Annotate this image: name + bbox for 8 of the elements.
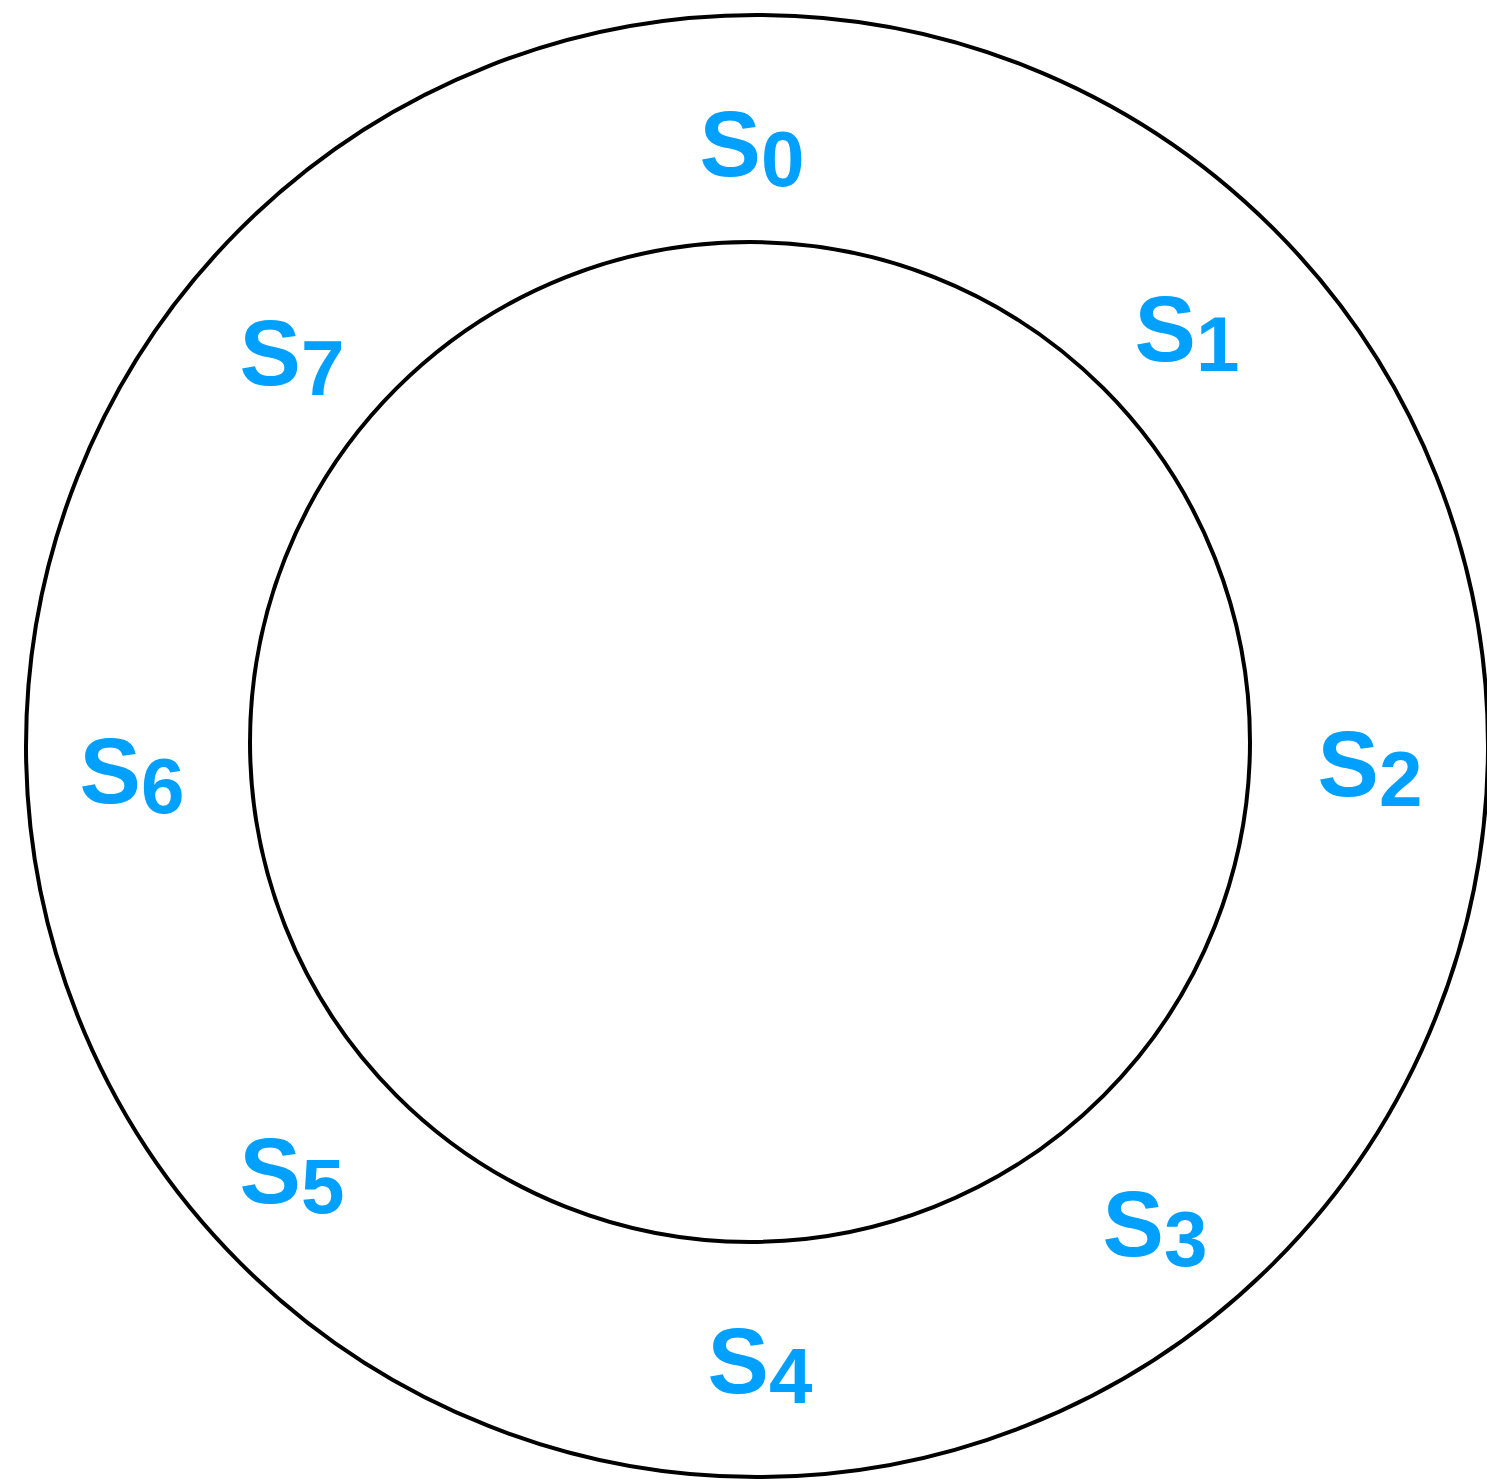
state-label: S$_{5}$ bbox=[239, 1125, 345, 1225]
state-label: S$_{2}$ bbox=[1317, 718, 1423, 818]
state-label: S$_{3}$ bbox=[1102, 1178, 1208, 1278]
state-label: S$_{1}$ bbox=[1134, 283, 1240, 383]
state-label: S$_{4}$ bbox=[707, 1315, 813, 1415]
state-label: S$_{0}$ bbox=[699, 98, 805, 198]
state-label: S$_{6}$ bbox=[79, 725, 185, 825]
state-label: S$_{7}$ bbox=[239, 307, 345, 407]
